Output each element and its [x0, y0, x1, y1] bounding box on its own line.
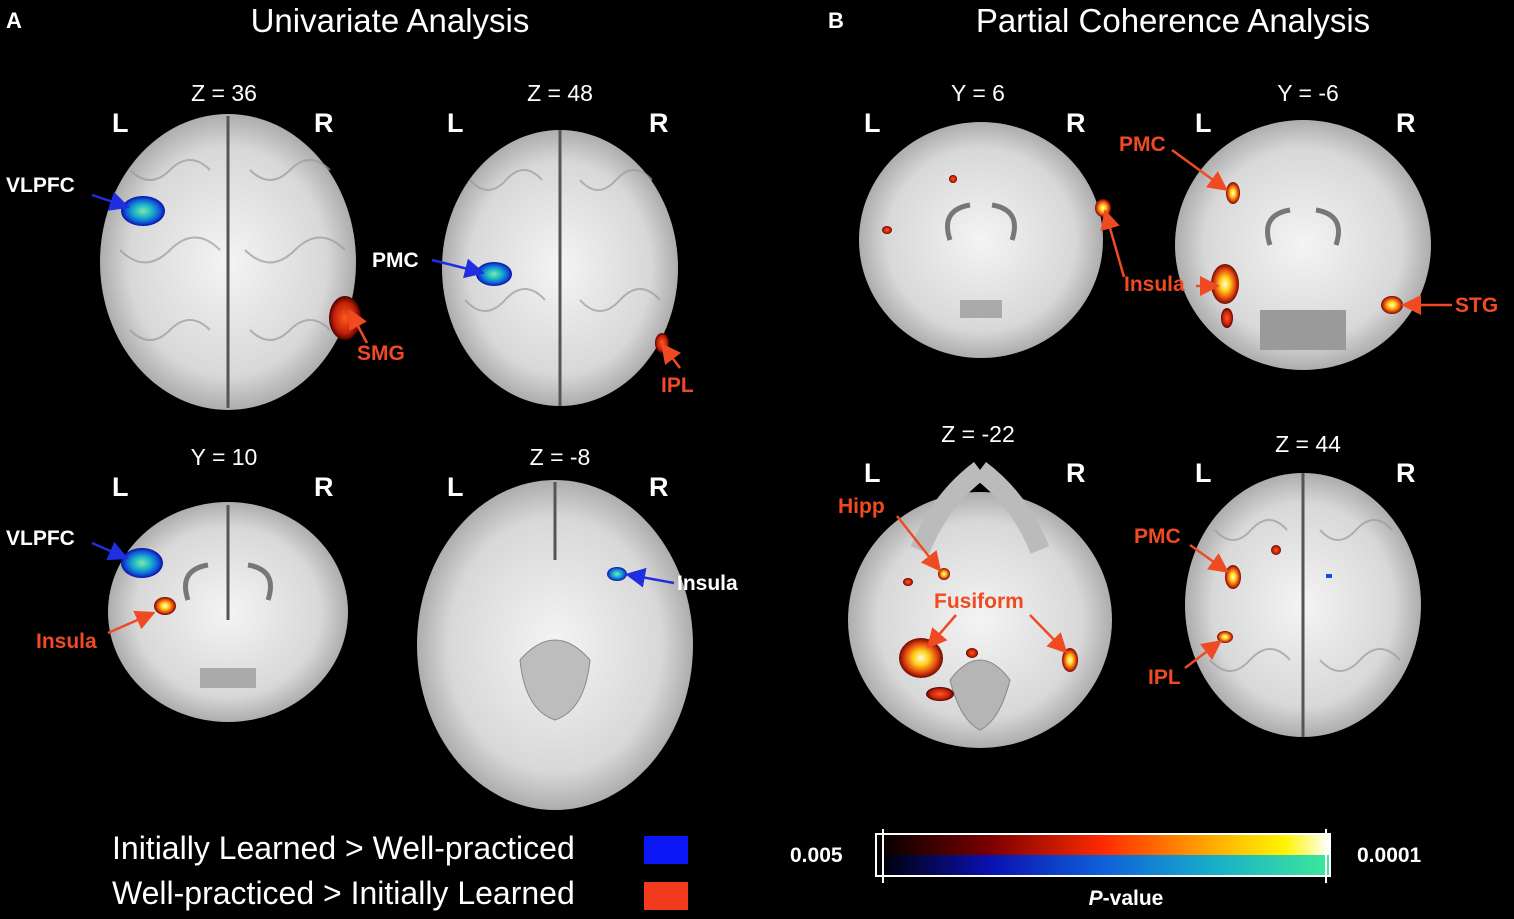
- slice-b4-left: L: [1195, 458, 1212, 488]
- colorbar-title: P-value: [1089, 887, 1164, 911]
- label-hipp: Hipp: [838, 495, 885, 518]
- label-vlpfc-a3: VLPFC: [6, 527, 75, 550]
- slice-a1-coord: Z = 36: [191, 80, 257, 106]
- label-ipl-a2: IPL: [661, 374, 694, 397]
- brain-slice-a2: [442, 130, 678, 406]
- colorbar: [875, 829, 1331, 883]
- slice-b3-coord: Z = -22: [941, 421, 1015, 447]
- slice-b1-coord: Y = 6: [951, 80, 1005, 106]
- brain-slice-a4: [417, 480, 693, 810]
- legend-item-1-text: Initially Learned > Well-practiced: [112, 830, 575, 866]
- legend-item-2-swatch: [644, 882, 688, 910]
- slice-b2-coord: Y = -6: [1277, 80, 1339, 106]
- label-insula-a3: Insula: [36, 630, 97, 653]
- brain-slice-b1: [859, 122, 1111, 358]
- slice-a1-left: L: [112, 108, 129, 138]
- slice-b3-right: R: [1066, 458, 1086, 488]
- slice-b4-coord: Z = 44: [1275, 431, 1341, 457]
- panel-a-letter: A: [6, 8, 22, 33]
- colorbar-title-rest: -value: [1102, 887, 1164, 910]
- label-pmc-b4: PMC: [1134, 525, 1181, 548]
- colorbar-title-italic: P: [1088, 887, 1103, 910]
- panel-b-title: Partial Coherence Analysis: [975, 2, 1371, 39]
- slice-b2-right: R: [1396, 108, 1416, 138]
- brain-slice-b4: [1185, 473, 1421, 737]
- brain-slice-a3: [108, 502, 348, 722]
- slice-a3-right: R: [314, 472, 334, 502]
- slice-a4-left: L: [447, 472, 464, 502]
- colorbar-min-label: 0.005: [790, 844, 843, 867]
- slice-a2-coord: Z = 48: [527, 80, 593, 106]
- panel-a-title: Univariate Analysis: [250, 2, 530, 39]
- slice-a2-left: L: [447, 108, 464, 138]
- slice-b1-left: L: [864, 108, 881, 138]
- legend-item-1-swatch: [644, 836, 688, 864]
- slice-a3-left: L: [112, 472, 129, 502]
- brain-slice-b3: [848, 462, 1112, 748]
- label-smg: SMG: [357, 342, 405, 365]
- label-pmc-b2: PMC: [1119, 133, 1166, 156]
- label-pmc-a2: PMC: [372, 249, 419, 272]
- slice-a1-right: R: [314, 108, 334, 138]
- brain-slice-a1: [100, 114, 361, 410]
- panel-b-letter: B: [828, 8, 844, 33]
- label-vlpfc-a1: VLPFC: [6, 174, 75, 197]
- slice-a4-coord: Z = -8: [529, 444, 591, 470]
- annotation-arrows: [91, 148, 1452, 669]
- label-insula-a4: Insula: [677, 572, 738, 595]
- slice-b2-left: L: [1195, 108, 1212, 138]
- slice-b3-left: L: [864, 458, 881, 488]
- label-ipl-b4: IPL: [1148, 666, 1181, 689]
- colorbar-max-label: 0.0001: [1357, 844, 1422, 867]
- slice-b1-right: R: [1066, 108, 1086, 138]
- legend-item-2-text: Well-practiced > Initially Learned: [112, 875, 575, 911]
- slice-a4-right: R: [649, 472, 669, 502]
- slice-a3-coord: Y = 10: [190, 444, 258, 470]
- slice-b4-right: R: [1396, 458, 1416, 488]
- label-stg: STG: [1455, 294, 1499, 317]
- brain-slice-b2: [1175, 120, 1431, 370]
- label-insula-b2: Insula: [1124, 273, 1185, 296]
- slice-a2-right: R: [649, 108, 669, 138]
- label-fusiform: Fusiform: [934, 590, 1024, 613]
